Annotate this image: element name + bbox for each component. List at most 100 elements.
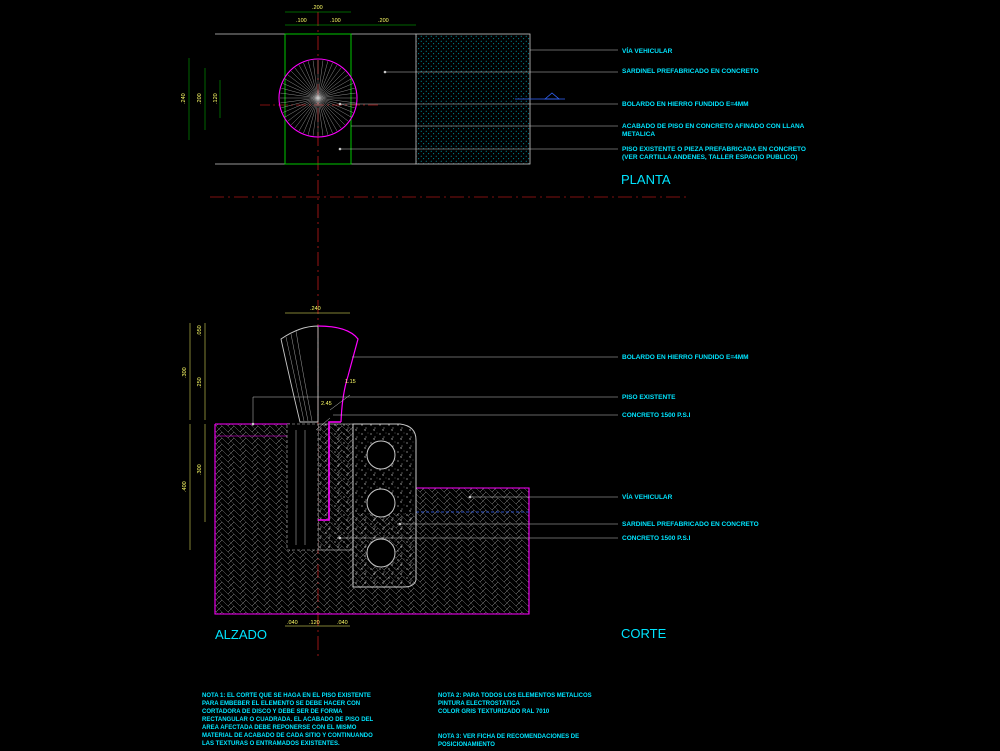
bollard-section-stem bbox=[318, 421, 341, 521]
plan-leaders bbox=[340, 49, 618, 150]
plan-label-3: ACABADO DE PISO EN CONCRETO AFINADO CON … bbox=[622, 123, 805, 130]
section-label-1: PISO EXISTENTE bbox=[622, 394, 676, 401]
plan-view: .200 .100 .100 .200 .240 .200 .120 VÍA V… bbox=[181, 5, 806, 660]
bollard-plan-ray bbox=[291, 97, 319, 125]
section-dimensions bbox=[189, 312, 350, 627]
bollard-plan-ray bbox=[282, 83, 319, 99]
dim-plan-left-inner: .120 bbox=[213, 93, 219, 104]
bollard-plan-ray bbox=[294, 97, 319, 129]
bollard-plan-ray bbox=[285, 78, 319, 99]
title-planta: PLANTA bbox=[621, 172, 671, 187]
bollard-plan-ray bbox=[317, 61, 329, 99]
dim-section-top-width: .240 bbox=[310, 306, 321, 312]
plan-label-5: PISO EXISTENTE O PIEZA PREFABRICADA EN C… bbox=[622, 146, 806, 153]
title-alzado: ALZADO bbox=[215, 627, 267, 642]
note1-line-6: LAS TEXTURAS O ENTRAMADOS EXISTENTES. bbox=[202, 741, 340, 747]
bollard-plan-ray bbox=[287, 74, 319, 99]
bollard-plan-ray bbox=[317, 97, 345, 125]
bollard-plan-ray bbox=[287, 97, 319, 122]
bollard-plan-ray bbox=[317, 97, 329, 135]
section-leaders bbox=[252, 356, 618, 539]
bollard-plan-ray bbox=[303, 62, 319, 99]
plan-embed-outline bbox=[284, 33, 352, 165]
bollard-plan-ray bbox=[317, 97, 355, 109]
dim-section-bottom-c: .040 bbox=[337, 620, 348, 626]
bollard-plan-ray bbox=[303, 97, 319, 134]
section-label-3: VÍA VEHICULAR bbox=[622, 492, 673, 501]
dim-plan-left-outer: .240 bbox=[181, 93, 187, 104]
dim-angle-a: 1.15 bbox=[345, 379, 356, 385]
notes: NOTA 1: EL CORTE QUE SE HAGA EN EL PISO … bbox=[202, 693, 592, 748]
bollard-plan-circle bbox=[278, 58, 358, 138]
note2-line-1: PINTURA ELECTROSTATICA bbox=[438, 701, 521, 707]
bollard-plan-ray bbox=[317, 97, 351, 118]
bollard-plan-ray bbox=[317, 97, 354, 113]
section-label-0: BOLARDO EN HIERRO FUNDIDO E=4MM bbox=[622, 354, 749, 361]
section-magenta-outline bbox=[214, 424, 530, 615]
dim-section-bottom-a: .040 bbox=[287, 620, 298, 626]
note1-line-3: RECTANGULAR O CUADRADA. EL ACABADO DE PI… bbox=[202, 717, 374, 723]
note1-line-2: CORTADORA DE DISCO Y DEBE SER DE FORMA bbox=[202, 709, 343, 715]
dim-plan-top-c: .200 bbox=[378, 18, 389, 24]
bollard-plan-ray bbox=[317, 87, 355, 99]
plan-label-0: VÍA VEHICULAR bbox=[622, 46, 673, 55]
bollard-plan-ray bbox=[281, 87, 319, 99]
bollard-plan-ray bbox=[282, 97, 319, 113]
bollard-plan-ray bbox=[317, 97, 342, 129]
bollard-section-profile bbox=[317, 325, 359, 423]
section-label-5: CONCRETO 1500 P.S.I bbox=[622, 535, 691, 542]
note2-line-2: COLOR GRIS TEXTURIZADO RAL 7010 bbox=[438, 709, 550, 715]
title-corte: CORTE bbox=[621, 626, 667, 641]
plan-label-1: SARDINEL PREFABRICADO EN CONCRETO bbox=[622, 68, 759, 75]
dim-section-left-b: .300 bbox=[182, 367, 188, 378]
dim-plan-left-mid: .200 bbox=[197, 93, 203, 104]
concrete-embed bbox=[317, 423, 354, 551]
bollard-plan-ray bbox=[317, 97, 333, 134]
section-view: 1.15 2.45 .240 .050 .300 .250 .300 .400 … bbox=[182, 306, 759, 642]
dim-section-left-d: .300 bbox=[197, 464, 203, 475]
curb-void-2 bbox=[366, 488, 396, 518]
dim-plan-top-b: .100 bbox=[330, 18, 341, 24]
bollard-plan-ray bbox=[317, 78, 351, 99]
note2-line-0: NOTA 2: PARA TODOS LOS ELEMENTOS METALIC… bbox=[438, 693, 592, 699]
bollard-plan-ray bbox=[317, 97, 349, 122]
bollard-plan-ray bbox=[317, 67, 342, 99]
bollard-plan-ray bbox=[291, 71, 319, 99]
dim-section-left-a: .050 bbox=[197, 325, 203, 336]
bollard-plan-ray bbox=[317, 97, 324, 136]
bollard-elevation-left bbox=[280, 325, 319, 423]
note1-line-0: NOTA 1: EL CORTE QUE SE HAGA EN EL PISO … bbox=[202, 693, 371, 699]
curb-void-1 bbox=[366, 440, 396, 470]
bollard-plan-ray bbox=[285, 97, 319, 118]
note3-line-0: NOTA 3: VER FICHA DE RECOMENDACIONES DE bbox=[438, 734, 579, 740]
bollard-plan-ray bbox=[307, 97, 319, 135]
bollard-plan-ray bbox=[298, 65, 319, 99]
bollard-plan-ray bbox=[280, 92, 319, 99]
dim-plan-top-a: .100 bbox=[296, 18, 307, 24]
bollard-plan-ray bbox=[317, 62, 333, 99]
bollard-plan-ray bbox=[317, 60, 324, 99]
bollard-plan-ray bbox=[294, 67, 319, 99]
bollard-plan-ray bbox=[312, 60, 319, 99]
road-surface-hatch bbox=[416, 488, 529, 513]
plan-dimensions bbox=[188, 11, 416, 140]
bollard-plan-ray bbox=[312, 97, 319, 136]
bollard-plan-ray bbox=[307, 61, 319, 99]
bollard-plan-ray bbox=[317, 74, 349, 99]
bollard-plan-ray bbox=[281, 97, 319, 109]
plan-label-4: METALICA bbox=[622, 131, 655, 138]
dim-plan-top-total: .200 bbox=[312, 5, 323, 11]
section-label-4: SARDINEL PREFABRICADO EN CONCRETO bbox=[622, 521, 759, 528]
bollard-plan-ray bbox=[317, 92, 356, 99]
plan-label-6: (VER CARTILLA ANDENES, TALLER ESPACIO PU… bbox=[622, 154, 798, 161]
note1-line-1: PARA EMBEBER EL ELEMENTO SE DEBE HACER C… bbox=[202, 701, 360, 707]
plan-label-2: BOLARDO EN HIERRO FUNDIDO E=4MM bbox=[622, 101, 749, 108]
bollard-plan-ray bbox=[280, 97, 319, 104]
section-label-2: CONCRETO 1500 P.S.I bbox=[622, 412, 691, 419]
note1-line-5: MATERIAL DE ACABADO DE CADA SITIO Y CONT… bbox=[202, 733, 373, 739]
curb-void-3 bbox=[366, 538, 396, 568]
bollard-plan-ray bbox=[317, 97, 356, 104]
existing-floor-piece bbox=[286, 423, 319, 551]
bollard-plan-ray bbox=[317, 83, 354, 99]
